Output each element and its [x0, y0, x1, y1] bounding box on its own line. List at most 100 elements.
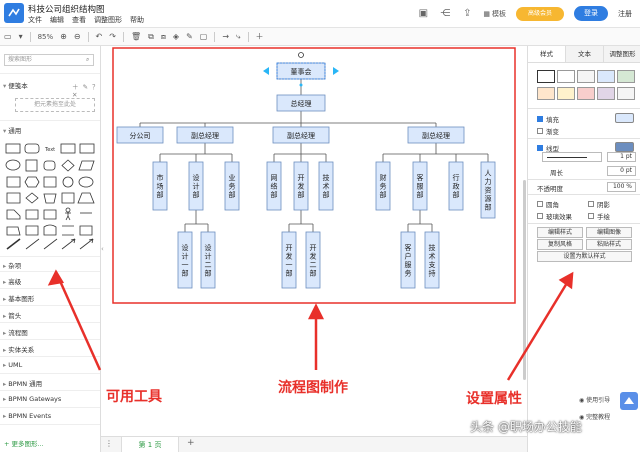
- diagram-canvas[interactable]: 董事会 总经理 分公司 副总经理: [105, 46, 526, 436]
- export-icon[interactable]: ⇪: [463, 7, 472, 19]
- node-board[interactable]: 董事会: [276, 62, 326, 80]
- section-entity-relation[interactable]: ▸实体关系: [0, 344, 100, 354]
- fill-checkbox[interactable]: [537, 116, 543, 122]
- node-business[interactable]: 业务部: [224, 161, 240, 211]
- collapse-panel-handle[interactable]: ‹: [101, 245, 104, 253]
- shadow-checkbox[interactable]: [588, 201, 594, 207]
- node-vp2[interactable]: 副总经理: [272, 126, 330, 144]
- chevron-down-icon[interactable]: ▾: [18, 31, 23, 41]
- fill-color-icon[interactable]: ◈: [172, 31, 180, 41]
- guide-link[interactable]: ◉ 使用引导: [579, 397, 611, 404]
- paste-style-button[interactable]: 粘贴样式: [586, 239, 632, 250]
- menu-file[interactable]: 文件: [28, 16, 42, 24]
- zoom-in-icon[interactable]: ⊕: [60, 31, 67, 41]
- insert-icon[interactable]: ＋: [255, 31, 264, 41]
- menu-edit[interactable]: 编辑: [50, 16, 64, 24]
- style-swatch[interactable]: [557, 87, 575, 100]
- tutorial-link[interactable]: ◉ 完整教程: [579, 414, 611, 421]
- redo-icon[interactable]: ↷: [109, 31, 116, 41]
- tab-text[interactable]: 文本: [566, 46, 604, 62]
- help-chat-button[interactable]: [620, 392, 638, 410]
- node-dev[interactable]: 开发部: [293, 161, 309, 211]
- add-page-icon[interactable]: +: [187, 438, 195, 448]
- line-color-icon[interactable]: ✎: [186, 31, 193, 41]
- section-flowchart[interactable]: ▸流程图: [0, 327, 100, 337]
- sketch-checkbox[interactable]: [588, 213, 594, 219]
- node-vp1[interactable]: 副总经理: [176, 126, 234, 144]
- style-swatch[interactable]: [617, 87, 635, 100]
- edit-style-button[interactable]: 编辑样式: [537, 227, 583, 238]
- pages-menu-icon[interactable]: ⋮: [105, 439, 113, 448]
- style-swatch[interactable]: [597, 87, 615, 100]
- style-swatch[interactable]: [597, 70, 615, 83]
- scratchpad-drop-zone[interactable]: 把元素拖至此处: [15, 98, 95, 112]
- menu-view[interactable]: 查看: [72, 16, 86, 24]
- fill-color-picker[interactable]: [615, 113, 634, 123]
- copy-style-button[interactable]: 复制风格: [537, 239, 583, 250]
- node-design[interactable]: 设计部: [188, 161, 204, 211]
- line-width-input[interactable]: 1 pt: [607, 152, 636, 162]
- line-option[interactable]: 线型: [537, 143, 559, 153]
- gradient-checkbox[interactable]: [537, 128, 543, 134]
- edit-image-button[interactable]: 编辑图像: [586, 227, 632, 238]
- style-swatch[interactable]: [557, 70, 575, 83]
- template-button[interactable]: ▦模板: [483, 9, 506, 19]
- section-general[interactable]: ▾通用: [0, 125, 100, 135]
- sketch-option[interactable]: 手绘: [588, 211, 610, 221]
- glass-checkbox[interactable]: [537, 213, 543, 219]
- style-swatch[interactable]: [617, 70, 635, 83]
- search-input[interactable]: 搜索图形: [4, 54, 94, 66]
- section-bpmn-general[interactable]: ▸BPMN 通用: [0, 378, 100, 388]
- document-title[interactable]: 科技公司组织结构图: [28, 5, 105, 15]
- share-icon[interactable]: ⋲: [440, 7, 451, 19]
- scratchpad-actions[interactable]: ＋ ✎ ？ ✕: [72, 83, 100, 99]
- delete-icon[interactable]: 🗑: [130, 31, 142, 41]
- tab-style[interactable]: 样式: [528, 46, 566, 62]
- section-misc[interactable]: ▸杂项: [0, 260, 100, 270]
- line-checkbox[interactable]: [537, 145, 543, 151]
- rounded-option[interactable]: 圆角: [537, 199, 559, 209]
- premium-badge[interactable]: 高级会员: [516, 6, 564, 21]
- to-front-icon[interactable]: ⧉: [148, 31, 154, 41]
- node-market[interactable]: 市场部: [152, 161, 168, 211]
- connection-icon[interactable]: →: [222, 31, 230, 41]
- section-scratchpad[interactable]: ▾便笺本: [0, 80, 100, 90]
- save-icon[interactable]: ▣: [418, 7, 429, 19]
- style-swatch[interactable]: [577, 70, 595, 83]
- menu-arrange[interactable]: 调整图形: [94, 16, 122, 24]
- tab-page-1[interactable]: 第 1 页: [121, 437, 179, 452]
- shadow-icon[interactable]: ▢: [199, 31, 208, 41]
- tab-arrange[interactable]: 调整图形: [604, 46, 640, 62]
- search-icon[interactable]: ⌕: [86, 56, 90, 63]
- section-bpmn-gateways[interactable]: ▸BPMN Gateways: [0, 395, 100, 403]
- node-tech[interactable]: 技术部: [318, 161, 334, 211]
- style-swatch[interactable]: [537, 70, 555, 83]
- layout-toggle-icon[interactable]: ▭: [4, 31, 12, 41]
- register-link[interactable]: 注册: [618, 9, 632, 18]
- shadow-option[interactable]: 阴影: [588, 199, 610, 209]
- glass-option[interactable]: 玻璃效果: [537, 211, 572, 221]
- section-bpmn-events[interactable]: ▸BPMN Events: [0, 412, 100, 420]
- line-style-select[interactable]: [542, 152, 602, 162]
- section-advanced[interactable]: ▸高级: [0, 276, 100, 286]
- shape-thumbnails[interactable]: Text: [4, 141, 99, 251]
- node-finance[interactable]: 财务部: [375, 161, 391, 211]
- section-basic[interactable]: ▸基本图形: [0, 293, 100, 303]
- gradient-option[interactable]: 渐变: [537, 126, 559, 136]
- node-branch[interactable]: 分公司: [116, 126, 164, 144]
- node-admin[interactable]: 行政部: [448, 161, 464, 211]
- to-back-icon[interactable]: ⧈: [160, 31, 166, 41]
- login-button[interactable]: 登录: [574, 6, 608, 21]
- fill-option[interactable]: 填充: [537, 114, 559, 124]
- menu-help[interactable]: 帮助: [130, 16, 144, 24]
- line-color-picker[interactable]: [615, 142, 634, 152]
- more-shapes-link[interactable]: + 更多图形...: [4, 440, 44, 448]
- canvas-scrollbar[interactable]: [523, 180, 526, 380]
- node-gm[interactable]: 总经理: [276, 94, 326, 112]
